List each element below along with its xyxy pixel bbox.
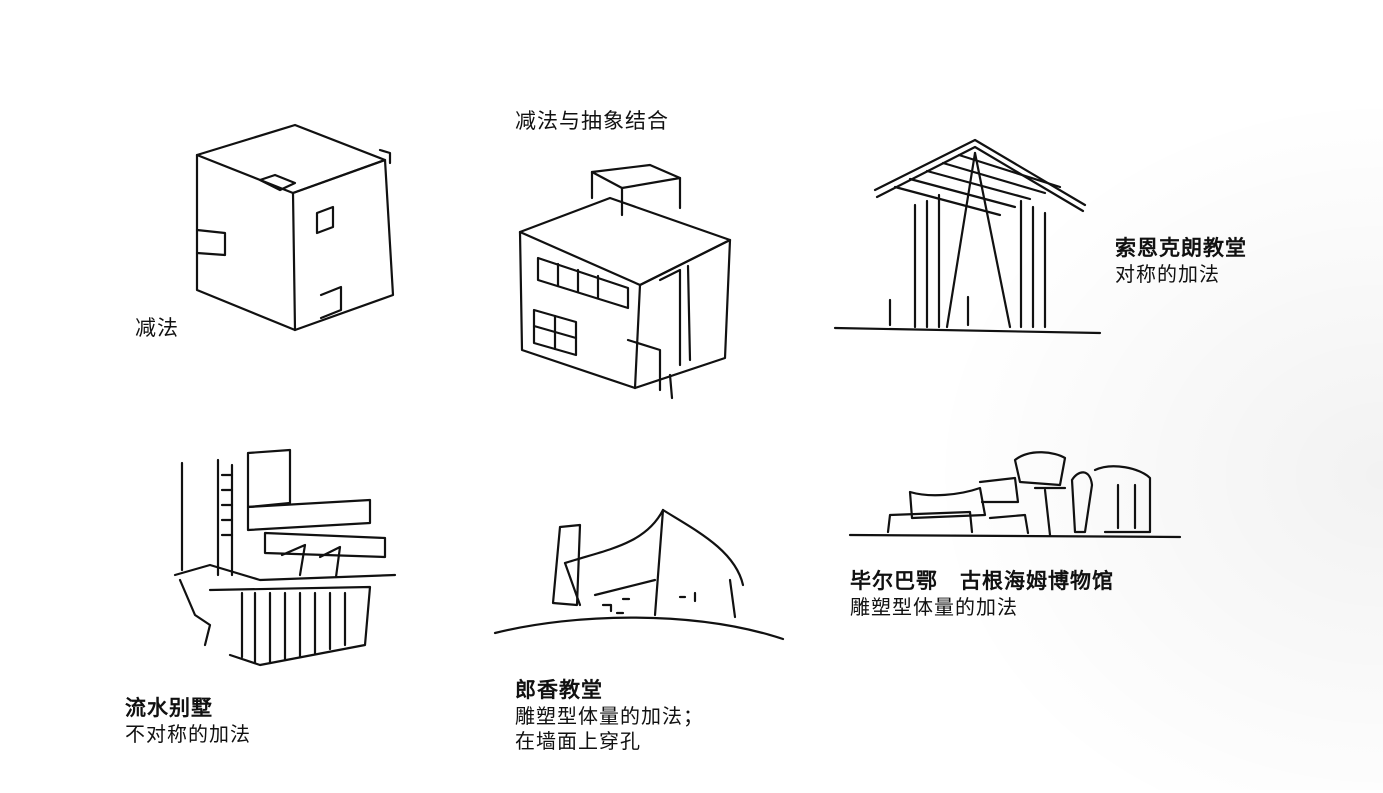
ronchamp-subtitle: 雕塑型体量的加法；: [515, 703, 704, 728]
fallingwater-subtitle: 不对称的加法: [125, 721, 251, 746]
subtraction-cube-sketch: [185, 115, 405, 340]
ronchamp-title: 郎香教堂: [515, 678, 603, 702]
saint-benedict-subtitle: 对称的加法: [1115, 261, 1220, 286]
subtraction-abstract-label: 减法与抽象结合: [515, 109, 669, 133]
saint-benedict-chapel-sketch: [833, 135, 1105, 340]
fallingwater-title: 流水别墅: [125, 696, 213, 720]
guggenheim-sketch: [848, 440, 1185, 545]
fallingwater-sketch: [170, 445, 400, 670]
guggenheim-caption: 毕尔巴鄂 古根海姆博物馆 雕塑型体量的加法: [850, 568, 1114, 620]
ronchamp-subtitle-2: 在墙面上穿孔: [515, 729, 641, 754]
subtraction-caption: 减法: [135, 315, 179, 342]
saint-benedict-title: 索恩克朗教堂: [1115, 236, 1247, 260]
ronchamp-sketch: [493, 505, 785, 645]
ronchamp-caption: 郎香教堂 雕塑型体量的加法； 在墙面上穿孔: [515, 677, 704, 755]
subtraction-label: 减法: [135, 316, 179, 340]
subtraction-abstract-caption: 减法与抽象结合: [515, 108, 669, 135]
guggenheim-subtitle: 雕塑型体量的加法: [850, 594, 1018, 619]
fallingwater-caption: 流水别墅 不对称的加法: [125, 695, 251, 747]
subtraction-abstract-building-sketch: [510, 160, 740, 405]
guggenheim-title: 毕尔巴鄂 古根海姆博物馆: [850, 569, 1114, 593]
saint-benedict-caption: 索恩克朗教堂 对称的加法: [1115, 235, 1247, 287]
